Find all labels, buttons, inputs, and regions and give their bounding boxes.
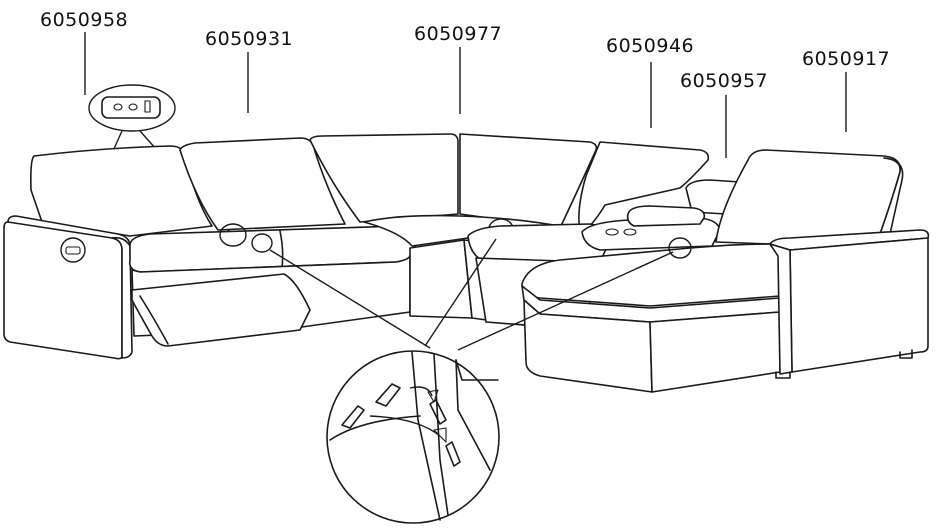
part-label-left-recliner: 6050931	[205, 28, 293, 50]
chaise-base-side	[649, 311, 781, 393]
arrow-icon	[369, 415, 441, 437]
part-label-chaise: 6050917	[802, 48, 890, 70]
sofa-section-edge	[411, 351, 441, 521]
connector-bracket-icon	[375, 383, 401, 407]
chaise-back	[715, 149, 901, 245]
right-arm-top	[769, 229, 930, 251]
chaise	[521, 149, 930, 393]
left-recliner-back	[179, 137, 346, 231]
left-arm	[3, 215, 133, 360]
chaise-back-side	[879, 157, 904, 235]
right-arm-outer	[789, 237, 929, 373]
connector-bracket-icon	[445, 441, 461, 467]
part-label-power-switch: 6050958	[40, 9, 128, 31]
leader-lines	[84, 32, 847, 158]
right-arm-foot	[775, 371, 791, 379]
back-cushions	[30, 133, 710, 237]
right-arm-inner	[769, 243, 793, 375]
connector-bracket-icon	[341, 405, 365, 429]
power-switch-icon	[65, 246, 81, 255]
corner-front-left	[409, 239, 473, 319]
cupholder-icon	[623, 228, 637, 236]
power-switch-icon	[101, 96, 161, 119]
sofa-section-edge	[455, 359, 499, 381]
connector-location-marker	[219, 223, 247, 247]
footrest	[131, 273, 311, 347]
power-switch-callout-bubble	[88, 84, 176, 132]
right-arm-foot	[899, 349, 913, 359]
usb-port-icon	[144, 100, 151, 113]
sofa-section-edge	[455, 359, 491, 471]
power-button-icon	[113, 103, 123, 111]
console	[581, 179, 741, 251]
seat-seam	[279, 230, 284, 269]
callout-line	[424, 238, 497, 347]
power-switch-location-marker	[60, 237, 86, 263]
arrow-icon	[409, 386, 433, 397]
connector-location-marker	[251, 233, 273, 253]
callout-line	[269, 249, 431, 349]
corner-back-right	[459, 133, 598, 229]
arrow-head-icon	[427, 389, 439, 403]
sofa-section-edge	[329, 415, 421, 441]
callout-line	[457, 251, 674, 351]
power-button-icon	[128, 103, 138, 111]
part-label-corner-wedge: 6050977	[414, 23, 502, 45]
cupholder-icon	[605, 228, 619, 236]
connector-detail-callout	[269, 238, 674, 524]
left-arm-side	[111, 236, 133, 359]
console-top	[581, 217, 721, 251]
footrest-edge	[139, 295, 169, 345]
left-recliner-seat	[128, 223, 417, 347]
arrow-head-icon	[433, 427, 447, 443]
sofa-section-edge	[433, 353, 449, 516]
console-lid	[626, 205, 706, 227]
connector-location-marker	[668, 237, 692, 259]
part-label-console: 6050957	[680, 70, 768, 92]
connector-detail-circle	[326, 350, 500, 524]
armless-seat-back	[578, 141, 710, 233]
corner-back	[309, 133, 459, 223]
part-label-armless-seat: 6050946	[606, 35, 694, 57]
